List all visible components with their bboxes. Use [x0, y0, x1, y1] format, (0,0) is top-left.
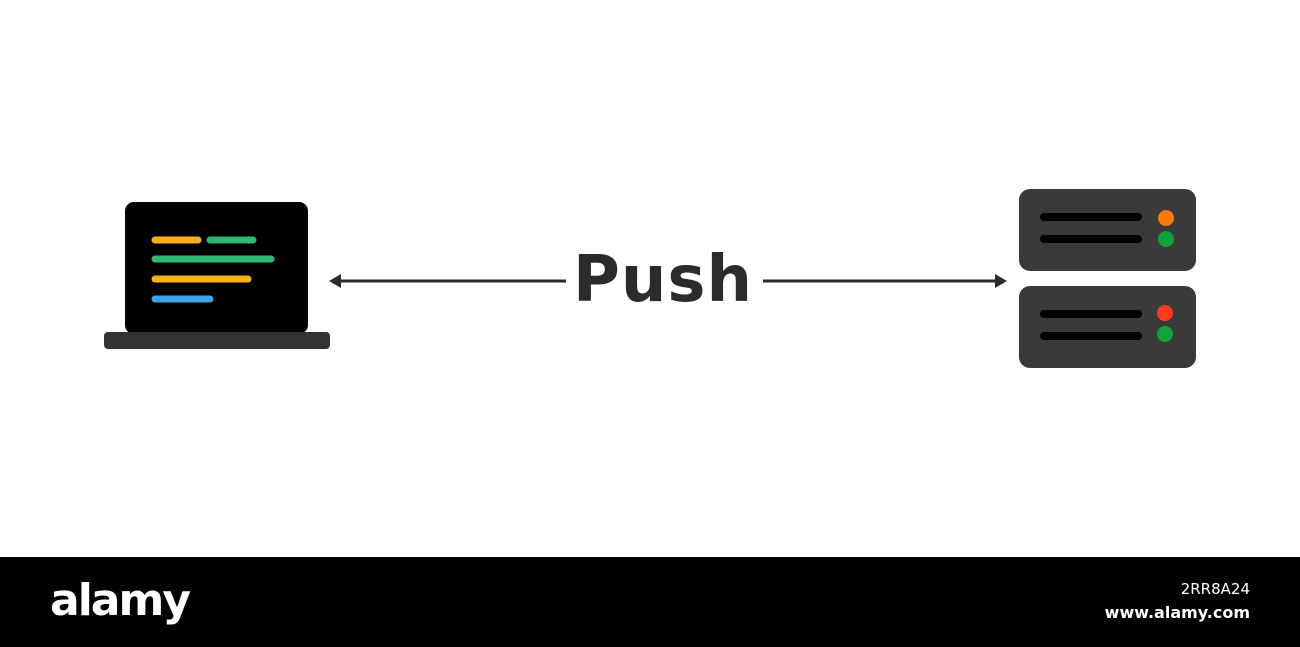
status-led-red: [1157, 305, 1173, 321]
server-unit-top: [1019, 189, 1196, 271]
diagram-canvas: Push: [104, 189, 1196, 368]
status-led-orange: [1158, 210, 1174, 226]
arrow-right-icon: [763, 274, 1007, 288]
push-diagram: [104, 189, 1196, 368]
site-url: www.alamy.com: [1104, 603, 1250, 622]
laptop-code-icon: [104, 202, 330, 349]
status-led-green: [1158, 231, 1174, 247]
laptop-screen: [125, 202, 308, 334]
push-label: Push: [572, 243, 754, 317]
alamy-logo: alamy: [50, 575, 191, 626]
watermark-footer: alamy 2RR8A24 www.alamy.com: [0, 557, 1300, 647]
arrow-left-icon: [329, 274, 566, 288]
image-id: 2RR8A24: [1180, 580, 1250, 598]
server-unit-bottom: [1019, 286, 1196, 368]
status-led-green: [1157, 326, 1173, 342]
server-stack-icon: [1019, 189, 1196, 368]
laptop-base: [104, 332, 330, 349]
